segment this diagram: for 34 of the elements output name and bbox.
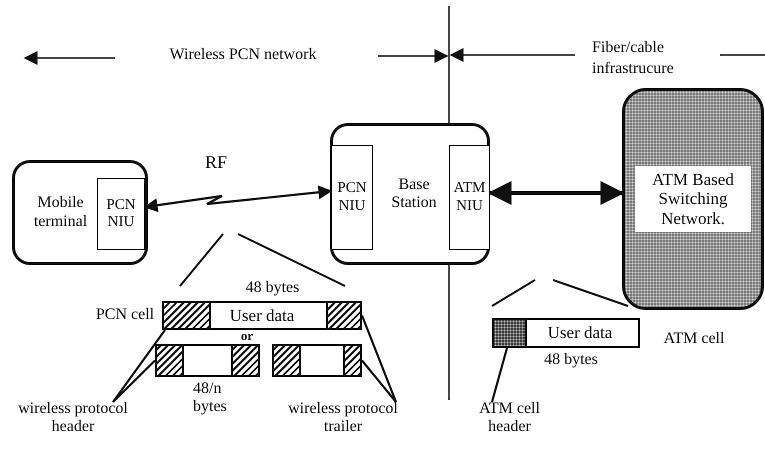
annotation-text: wireless protocol trailer xyxy=(287,400,399,437)
atm-cell-bar xyxy=(492,318,640,348)
node-label: ATM NIU xyxy=(452,180,486,215)
label-text: or xyxy=(240,329,254,344)
terminal-box xyxy=(12,160,148,265)
interface-box xyxy=(449,145,490,250)
annotation-text: ATM cell header xyxy=(478,400,541,437)
node-label: Mobile terminal xyxy=(32,194,88,231)
label-text: Wireless PCN network xyxy=(168,46,318,64)
label-text: ATM cell xyxy=(662,330,726,348)
cell-fragment-bar xyxy=(272,344,362,377)
node-label: ATM Based Switching Network. xyxy=(635,166,751,232)
node-label: PCN NIU xyxy=(105,196,137,232)
pcn-cell-bar xyxy=(162,301,362,330)
cell-fragment-bar xyxy=(155,344,260,377)
node-label: Base Station xyxy=(390,176,438,212)
leader-line xyxy=(112,360,156,403)
switching-network-box xyxy=(622,88,764,310)
label-text: PCN cell xyxy=(94,306,156,324)
leader-line xyxy=(361,360,397,403)
annotation-text: wireless protocol header xyxy=(17,400,129,437)
label-text: 48/n bytes xyxy=(193,380,228,417)
leader-line xyxy=(112,329,166,403)
interface-box xyxy=(97,178,145,250)
leader-line xyxy=(490,348,508,402)
label-text: Fiber/cable infrastrucure xyxy=(592,38,675,79)
label-text: 48 bytes xyxy=(244,279,300,298)
label-text: 48 bytes xyxy=(543,351,599,370)
leader-line xyxy=(360,315,398,402)
interface-box xyxy=(331,145,373,250)
base-station-box xyxy=(330,123,490,265)
node-label: User data xyxy=(548,323,612,343)
node-label: User data xyxy=(230,306,294,326)
node-label: PCN NIU xyxy=(336,180,368,215)
